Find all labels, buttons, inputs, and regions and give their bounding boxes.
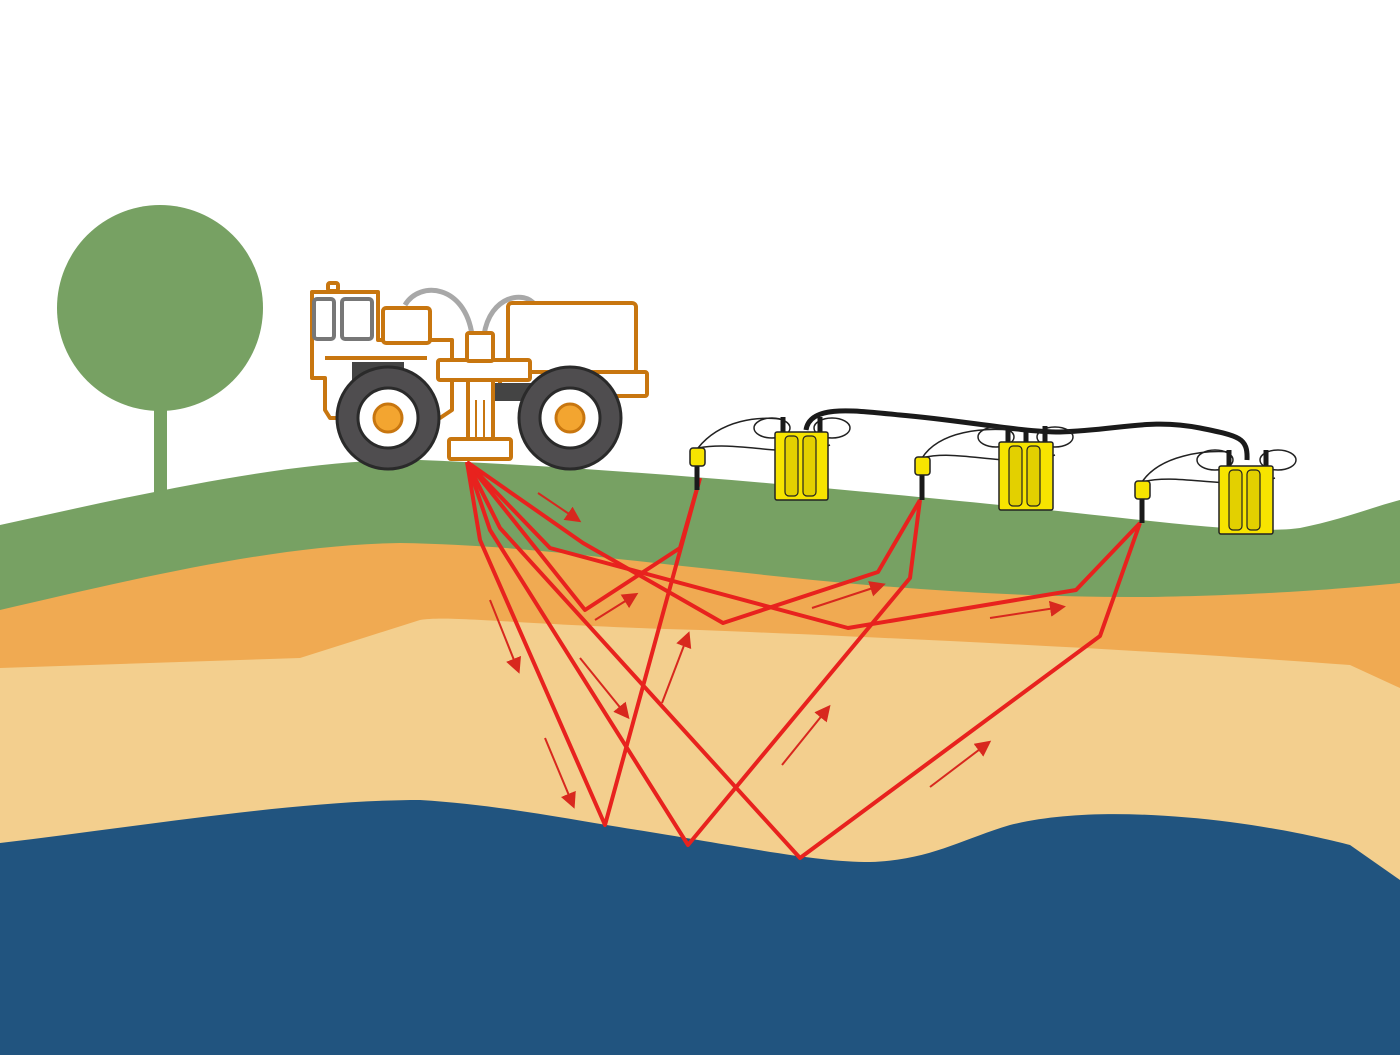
ray-reflection-2 [465,460,922,625]
seismic-ray-arrow-icon [661,631,692,704]
geophone-icon [1134,480,1151,500]
tree-icon [57,205,263,495]
ray-reflection-5 [465,461,922,847]
truck-wheel-front [517,365,623,471]
seismic-ray-arrow-icon [537,492,582,523]
bedrock-layer [0,800,1400,1055]
ray-reflection-4 [465,461,702,827]
seismic-ray-arrow-icon [989,600,1066,619]
seismic-ray-arrow-icon [579,657,630,720]
geophone-group-3 [1134,449,1297,535]
seismic-rays [465,460,1142,860]
geophone-icon [914,456,931,476]
seismic-ray-arrow-icon [811,581,886,609]
seismic-ray-arrow-icon [594,592,639,621]
geophone-group-2 [914,426,1074,511]
seismic-ray-arrow-icon [781,704,831,766]
ray-reflection-6 [465,461,1142,860]
recorder-box-icon [774,431,829,501]
ray-direction-arrows [489,492,1066,809]
geophone-group-1 [689,417,851,501]
recorder-box-icon [1218,465,1274,535]
seismic-ray-arrow-icon [929,740,992,788]
main-cable [803,408,1250,461]
seismic-ray-arrow-icon [489,599,521,674]
ray-reflection-3 [465,460,1142,630]
seismic-ray-arrow-icon [544,737,576,809]
truck-wheel-rear [335,365,441,471]
vibroseis-truck-icon [310,281,649,471]
geophone-icon [689,447,706,467]
recorder-box-icon [998,441,1054,511]
